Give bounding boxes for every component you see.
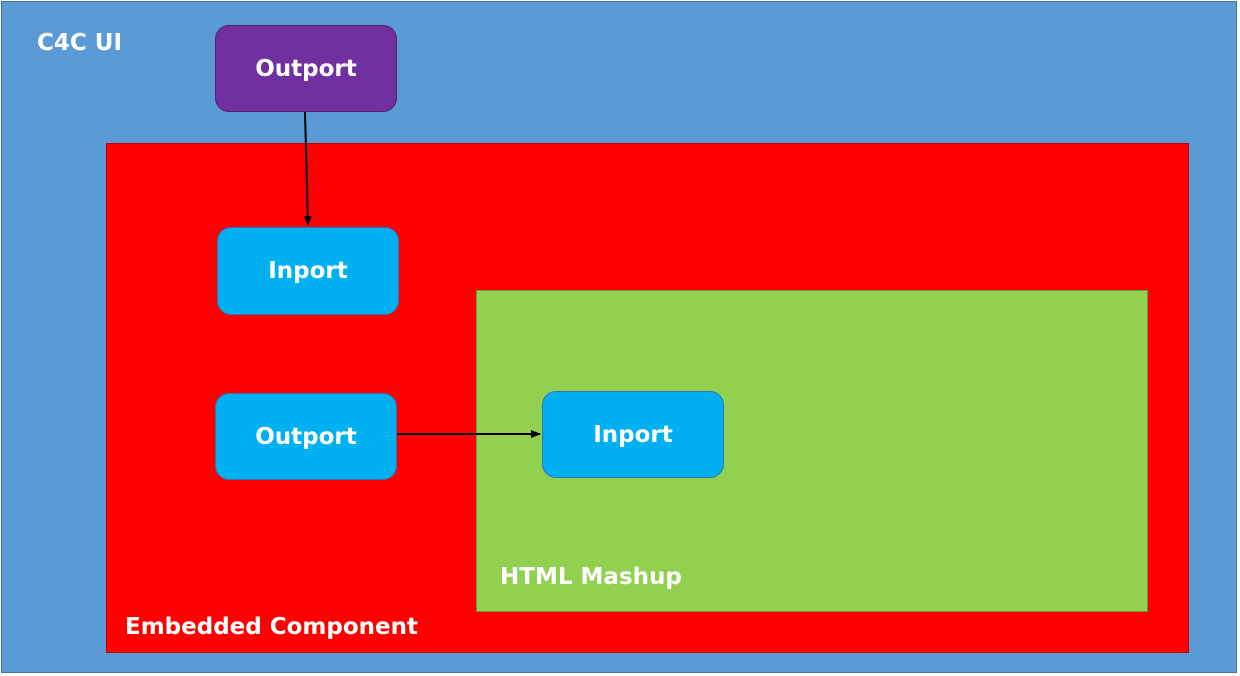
mashup-inport-box: Inport <box>542 391 724 478</box>
embedded-inport-label: Inport <box>268 258 348 284</box>
html-mashup-title: HTML Mashup <box>500 564 682 590</box>
embedded-outport-box: Outport <box>215 393 397 480</box>
embedded-inport-box: Inport <box>217 227 399 315</box>
c4c-outport-label: Outport <box>255 55 357 82</box>
embedded-component-title: Embedded Component <box>125 614 418 640</box>
mashup-inport-label: Inport <box>593 421 673 448</box>
embedded-outport-label: Outport <box>255 423 357 450</box>
c4c-outport-box: Outport <box>215 25 397 112</box>
c4c-ui-title: C4C UI <box>37 30 123 56</box>
